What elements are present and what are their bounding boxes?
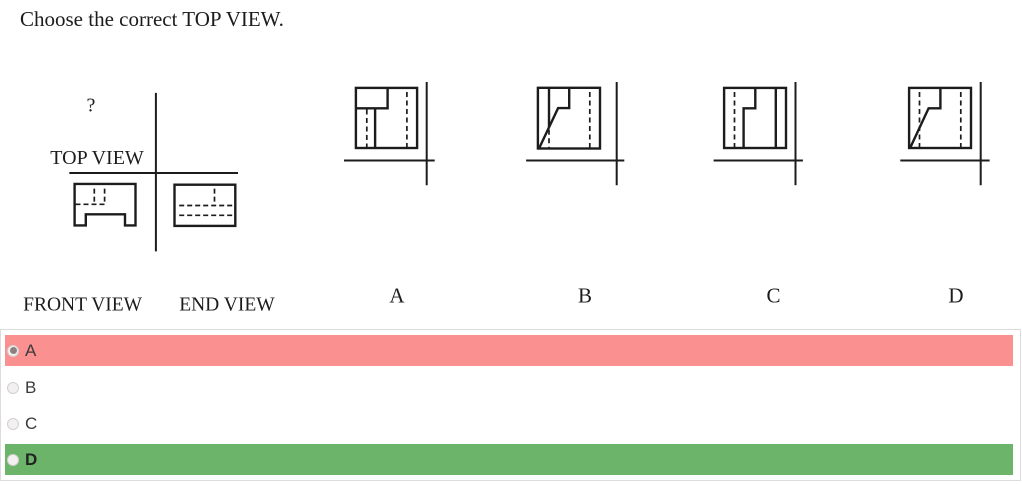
svg-text:Choose the correct TOP VIEW.: Choose the correct TOP VIEW. — [20, 7, 284, 31]
svg-text:END VIEW: END VIEW — [179, 295, 275, 316]
svg-text:C: C — [766, 283, 780, 307]
svg-text:TOP VIEW: TOP VIEW — [50, 147, 144, 169]
svg-text:D: D — [948, 283, 963, 307]
svg-text:FRONT VIEW: FRONT VIEW — [23, 295, 143, 316]
svg-text:?: ? — [87, 94, 96, 116]
svg-text:A: A — [389, 283, 405, 307]
svg-text:B: B — [578, 283, 592, 307]
